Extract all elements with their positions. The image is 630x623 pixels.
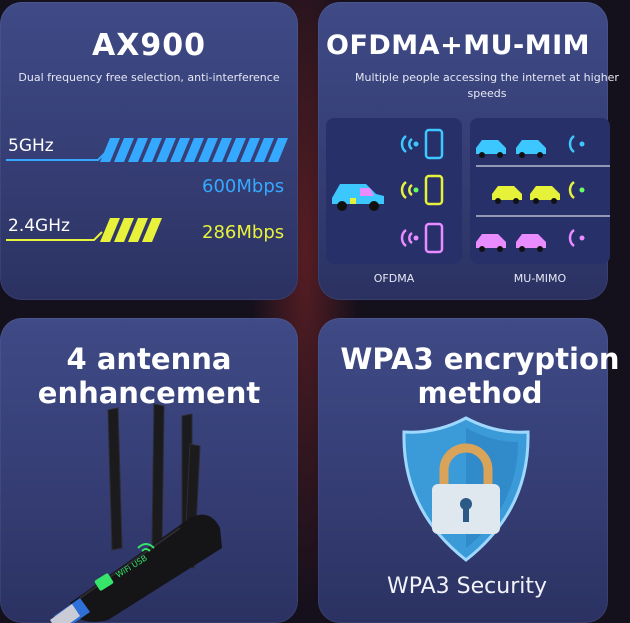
band-24ghz-bar [6,218,162,242]
ofdma-card: OFDMA+MU-MIM Multiple people accessing t… [318,2,619,300]
car-icon [332,184,384,211]
band-24ghz-label: 2.4GHz [8,216,70,236]
mu-mimo-panel [470,118,610,264]
mu-mimo-label: MU-MIMO [513,272,567,285]
ofdma-panel [326,118,462,264]
wifi-logo-icon [94,573,114,591]
antenna-title: 4 antenna enhancement [37,342,261,410]
car-icon [476,140,546,158]
ax900-card: AX900 Dual frequency free selection, ant… [0,2,298,300]
ax900-subtitle: Dual frequency free selection, anti-inte… [18,71,280,84]
phone-signal-icon [400,128,444,160]
band-5ghz-label: 5GHz [8,136,54,156]
ofdma-diagram [332,128,444,254]
ofdma-subtitle: Multiple people accessing the internet a… [355,71,619,100]
wpa3-title: WPA3 encryption method [340,342,620,410]
band-24ghz-speed: 286Mbps [202,222,285,243]
mu-mimo-diagram [476,135,610,252]
signal-icon [568,135,585,247]
ofdma-title: OFDMA+MU-MIM [326,30,590,61]
car-icon [476,234,546,252]
usb-adapter-image: WiFi USB [50,403,222,623]
shield-lock-icon [402,416,530,562]
wpa3-caption: WPA3 Security [387,574,547,599]
phone-signal-icon [400,222,444,254]
wpa3-card: WPA3 encryption method WPA3 Security [318,318,620,623]
car-icon [492,186,560,204]
band-5ghz-bar [6,138,288,162]
band-5ghz-speed: 600Mbps [202,176,285,197]
ofdma-label: OFDMA [373,272,415,285]
antenna-card: 4 antenna enhancement WiFi USB [0,318,298,623]
phone-signal-icon [400,174,444,206]
ax900-title: AX900 [92,28,206,63]
